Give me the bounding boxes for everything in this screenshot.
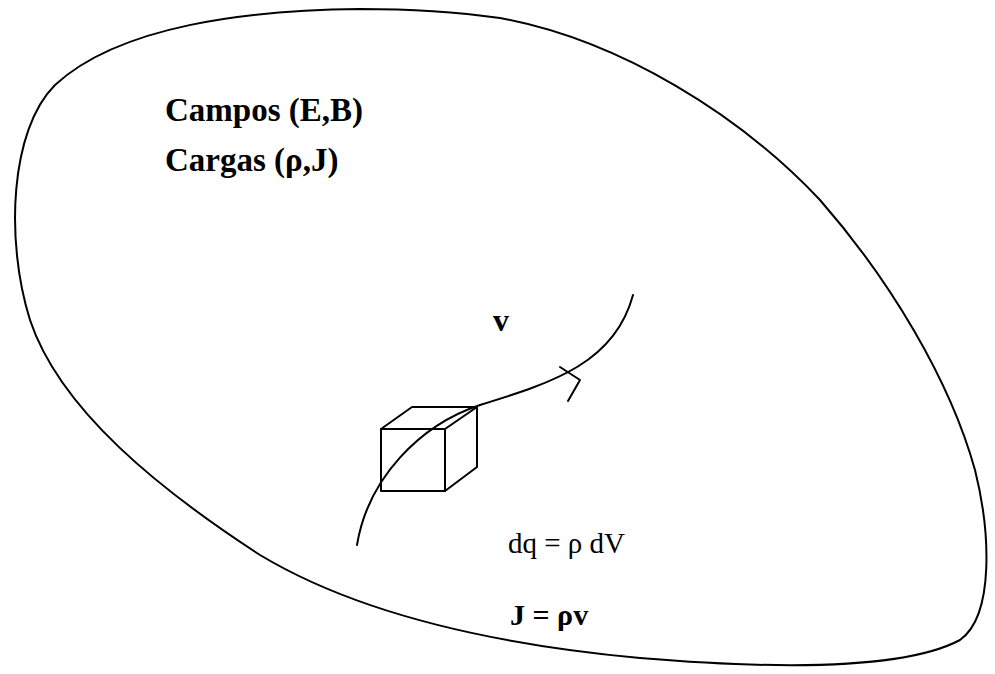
region-text: Cargas (ρ,J) xyxy=(165,142,338,178)
volume-cube-back xyxy=(381,407,477,491)
region-border xyxy=(15,9,986,665)
volume-cube-front xyxy=(381,429,445,491)
region-text: Campos (E,B) xyxy=(165,92,363,128)
velocity-arrowhead xyxy=(560,367,580,401)
trajectory-curve xyxy=(357,295,633,545)
current-density-formula: J = ρv xyxy=(510,598,588,631)
charge-element-formula: dq = ρ dV xyxy=(508,528,625,560)
velocity-label: v xyxy=(493,303,509,338)
